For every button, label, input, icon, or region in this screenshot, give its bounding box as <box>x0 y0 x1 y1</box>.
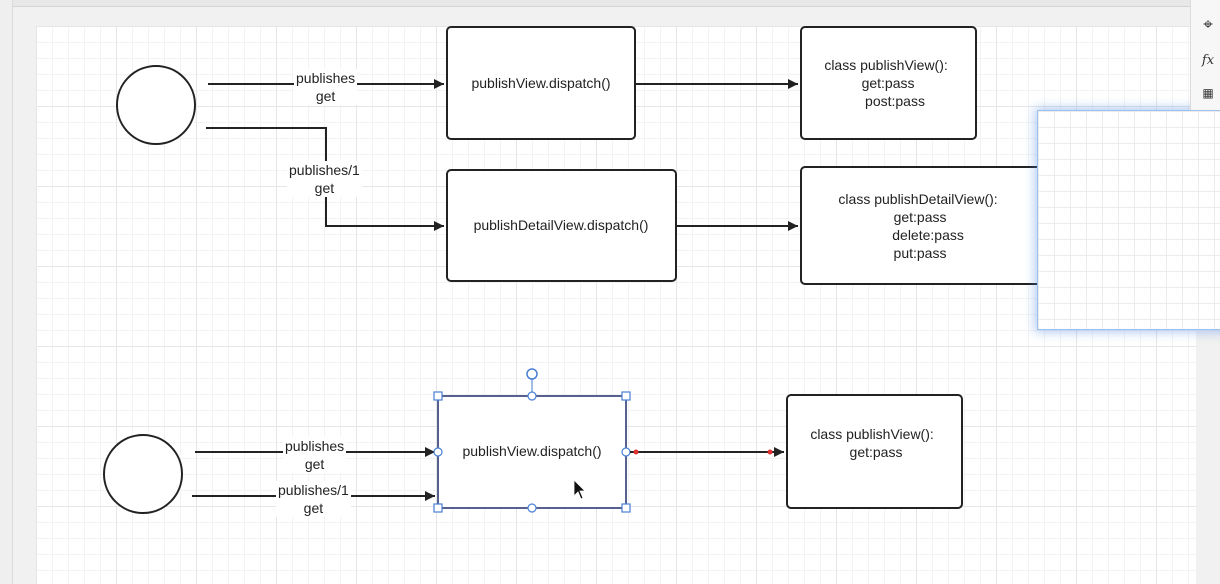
edge-label-bottom-publishes-1[interactable]: publishes/1 get <box>276 481 351 517</box>
connection-point-end[interactable] <box>767 449 773 455</box>
right-toolbar: ⌖ fx ▦ <box>1190 0 1220 110</box>
edge-label-bottom-publishes[interactable]: publishes get <box>283 437 347 473</box>
window-left-frame <box>0 0 13 584</box>
rotate-handle[interactable] <box>526 368 538 380</box>
edge-label-top-publishes-1[interactable]: publishes/1 get <box>287 161 362 197</box>
box-bottom-publish-view[interactable] <box>437 395 627 509</box>
toolbar-extra-icon[interactable]: ▦ <box>1202 86 1214 100</box>
edge-label-bottom-publishes-1-line1: publishes/1 <box>278 482 349 498</box>
resize-handle-ne[interactable] <box>621 391 631 401</box>
class-top-publish-detail-line3: delete:pass <box>892 227 964 243</box>
resize-handle-sw[interactable] <box>433 503 443 513</box>
class-top-publish-detail-line1: class publishDetailView(): <box>838 191 997 207</box>
class-top-publish-view-line2: get:pass <box>862 75 915 91</box>
resize-handle-se[interactable] <box>621 503 631 513</box>
class-top-publish-detail-line2: get:pass <box>894 209 947 225</box>
box-top-publish-detail-view[interactable] <box>446 169 677 282</box>
class-bottom-publish-view-line1: class publishView(): <box>810 426 933 442</box>
class-top-publish-detail-line4: put:pass <box>894 245 947 261</box>
connection-point-start[interactable] <box>633 449 639 455</box>
mouse-cursor-icon <box>573 479 586 500</box>
formula-icon[interactable]: fx <box>1201 53 1215 68</box>
actor-circle-top[interactable] <box>116 65 196 145</box>
box-top-publish-detail-view-label: publishDetailView.dispatch() <box>474 217 649 233</box>
resize-handle-w[interactable] <box>433 447 443 457</box>
class-top-publish-view-text: class publishView(): get:pass post:pass <box>824 57 951 109</box>
edge-label-top-publishes-1-line2: get <box>314 180 335 196</box>
edge-label-top-publishes-line2: get <box>315 88 336 104</box>
edge-label-top-publishes[interactable]: publishes get <box>294 69 358 105</box>
box-top-publish-view[interactable] <box>446 26 636 140</box>
box-bottom-publish-view-label: publishView.dispatch() <box>462 443 601 459</box>
class-bottom-publish-view[interactable] <box>786 394 963 509</box>
class-bottom-publish-view-line2: get:pass <box>850 444 903 460</box>
crosshair-icon[interactable]: ⌖ <box>1203 15 1213 34</box>
resize-handle-nw[interactable] <box>433 391 443 401</box>
class-top-publish-view-line1: class publishView(): <box>824 57 947 73</box>
edge-label-bottom-publishes-line1: publishes <box>285 438 345 454</box>
class-top-publish-detail-view-text: class publishDetailView(): get:pass dele… <box>838 191 1001 261</box>
box-top-publish-view-label: publishView.dispatch() <box>471 75 610 91</box>
resize-handle-n[interactable] <box>527 391 537 401</box>
edge-label-bottom-publishes-line2: get <box>304 456 325 472</box>
class-bottom-publish-view-text: class publishView(): get:pass <box>810 426 937 460</box>
edge-label-top-publishes-line1: publishes <box>296 70 356 86</box>
window-top-frame <box>0 0 1200 7</box>
edge-label-bottom-publishes-1-line2: get <box>303 500 324 516</box>
class-top-publish-detail-view[interactable] <box>800 166 1062 285</box>
floating-preview-panel[interactable] <box>1037 110 1220 330</box>
edge-label-top-publishes-1-line1: publishes/1 <box>289 162 360 178</box>
actor-circle-bottom[interactable] <box>103 434 183 514</box>
resize-handle-s[interactable] <box>527 503 537 513</box>
class-top-publish-view-line3: post:pass <box>865 93 925 109</box>
resize-handle-e[interactable] <box>621 447 631 457</box>
class-top-publish-view[interactable] <box>800 26 977 140</box>
